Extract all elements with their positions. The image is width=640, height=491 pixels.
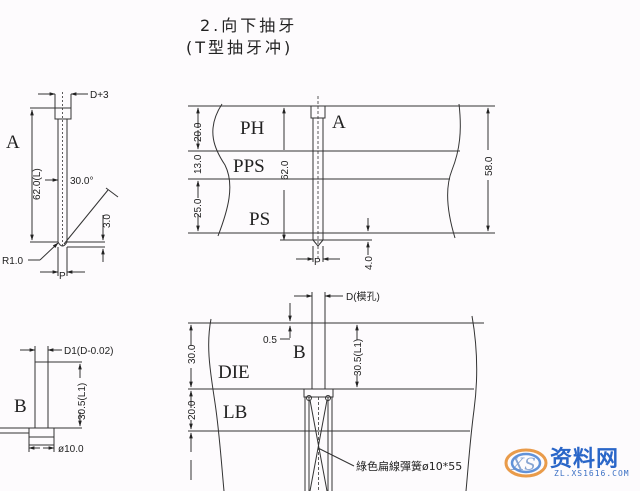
radius-dim: R1.0 bbox=[2, 256, 24, 267]
lb-thickness-dim: 20.0 bbox=[187, 400, 198, 420]
figure-b-detail-label: B bbox=[14, 396, 27, 417]
figure-b-pin-detail bbox=[0, 346, 82, 452]
total-height-dim: 58.0 bbox=[484, 156, 495, 176]
assembly-punch-length-dim: 62.0 bbox=[280, 160, 291, 180]
die-hole-dim: D(模孔) bbox=[346, 291, 380, 303]
plate-pps-label: PPS bbox=[233, 156, 265, 177]
watermark-url: ZL.XS1616.COM bbox=[554, 469, 630, 478]
pps-thickness-dim: 13.0 bbox=[193, 154, 204, 174]
ph-thickness-dim: 20.0 bbox=[193, 122, 204, 142]
watermark: XS 资料网 ZL.XS1616.COM bbox=[504, 441, 634, 485]
ps-thickness-dim: 25.0 bbox=[193, 198, 204, 218]
head-diameter-10-dim: ø10.0 bbox=[58, 444, 84, 455]
assembly-pin-length-dim: 30.5(L1) bbox=[353, 339, 364, 376]
pitch-dim: P bbox=[59, 271, 66, 282]
protrusion-dim: 4.0 bbox=[364, 256, 375, 270]
punch-length-dim: 62.0(L) bbox=[32, 168, 43, 200]
figure-b-assembly bbox=[188, 292, 484, 491]
title-line-1: 2.向下抽牙 bbox=[200, 16, 298, 35]
assembly-pitch-dim: P bbox=[314, 257, 321, 268]
figure-a-assembly-label: A bbox=[332, 112, 346, 133]
plate-ps-label: PS bbox=[249, 209, 270, 230]
head-diameter-dim: D+3 bbox=[90, 90, 109, 101]
xs-logo-icon: XS bbox=[504, 448, 548, 478]
figure-a-punch-detail bbox=[28, 92, 119, 276]
tip-height-dim: 3.0 bbox=[102, 214, 113, 228]
die-thickness-dim: 30.0 bbox=[187, 344, 198, 364]
figure-a-detail-label: A bbox=[6, 132, 20, 153]
plate-ph-label: PH bbox=[240, 118, 265, 139]
plate-lb-label: LB bbox=[223, 402, 247, 423]
offset-dim: 0.5 bbox=[263, 335, 277, 346]
plate-die-label: DIE bbox=[218, 362, 250, 383]
angle-dim: 30.0° bbox=[70, 176, 93, 187]
pin-length-dim: 30.5(L1) bbox=[77, 383, 88, 420]
svg-text:XS: XS bbox=[510, 455, 536, 475]
spring-note: 綠色扁線彈簧ø10*55 bbox=[356, 459, 462, 473]
figure-a-assembly bbox=[188, 96, 495, 262]
figure-b-assembly-label: B bbox=[293, 342, 306, 363]
title-line-2: (T型抽牙冲) bbox=[186, 38, 294, 57]
watermark-brand: 资料网 bbox=[550, 447, 620, 472]
pin-diameter-dim: D1(D-0.02) bbox=[64, 346, 113, 357]
